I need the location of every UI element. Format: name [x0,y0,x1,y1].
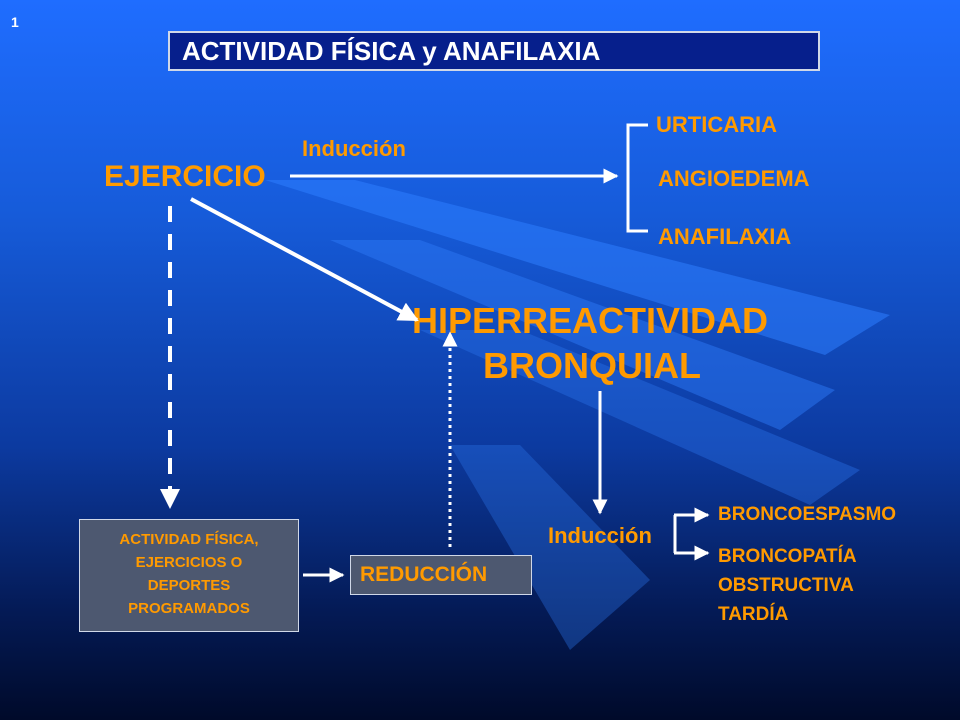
ejercicio-label: EJERCICIO [104,160,266,193]
slide-number: 1 [11,14,19,30]
reduccion-box: REDUCCIÓN [350,555,532,595]
outcome-broncoespasmo: BRONCOESPASMO [718,504,897,525]
bronquial-label: BRONQUIAL [483,345,701,386]
background-stripe [265,180,890,355]
background-stripe [420,330,860,505]
reaction-anafilaxia: ANAFILAXIA [658,224,792,249]
induccion-label-bottom: Inducción [548,523,652,548]
actividad-fisica-box: ACTIVIDAD FÍSICA, EJERCICIOS O DEPORTES … [79,519,299,632]
reaction-angioedema: ANGIOEDEMA [658,166,810,191]
slide-title: ACTIVIDAD FÍSICA y ANAFILAXIA [168,31,820,71]
background-stripe [330,240,835,430]
hiperreactividad-label: HIPERREACTIVIDAD [412,300,769,341]
outcome-broncopatia: BRONCOPATÍA OBSTRUCTIVA TARDÍA [718,546,857,625]
bracket-reactions [626,123,648,233]
background-stripe [450,445,650,650]
reaction-urticaria: URTICARIA [656,112,777,137]
arrow-ejercicio-to-hiperreactividad [190,197,419,322]
induccion-label-top: Inducción [302,136,406,161]
